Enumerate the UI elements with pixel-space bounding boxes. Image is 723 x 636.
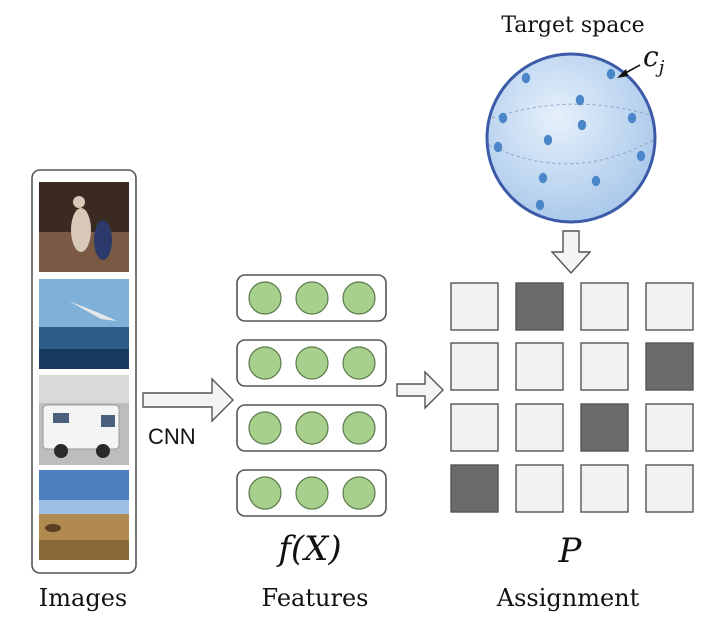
sphere-to-assignment-arrow — [550, 230, 592, 275]
cnn-arrow-shape — [142, 377, 234, 423]
photo-van-window — [53, 413, 69, 423]
cnn-label: CNN — [148, 424, 196, 449]
assignment-cell-active — [450, 464, 499, 513]
feature-row — [236, 274, 387, 322]
feature-circle — [342, 281, 376, 315]
images-label: Images — [39, 584, 127, 612]
assignment-cell — [515, 464, 564, 513]
centroid-dot — [538, 172, 548, 184]
assign-arrow-shape — [396, 370, 444, 410]
down-arrow-shape — [550, 230, 592, 275]
photo-player-head — [73, 196, 85, 208]
photo-deep-sea — [39, 349, 129, 369]
photo-ground — [39, 540, 129, 560]
photo-sky — [39, 279, 129, 327]
centroid-dot — [627, 112, 637, 124]
assignment-cell — [450, 342, 499, 391]
assignment-cell — [580, 282, 629, 331]
centroid-dot — [606, 68, 616, 80]
photo-player — [71, 208, 91, 252]
features-symbol: f(X) — [275, 529, 341, 569]
target-sphere — [485, 52, 657, 224]
assignment-cell — [580, 464, 629, 513]
assignment-cell — [450, 282, 499, 331]
feature-row — [236, 469, 387, 517]
feature-circle — [342, 411, 376, 445]
target-space-label: Target space — [501, 13, 644, 38]
feature-circle — [295, 346, 329, 380]
assignment-label: Assignment — [496, 584, 640, 612]
assignment-cell — [645, 403, 694, 452]
feature-circle — [248, 411, 282, 445]
cnn-arrow: CNN — [142, 377, 234, 449]
feature-circle — [248, 476, 282, 510]
assignment-matrix — [450, 282, 694, 513]
photo-defender — [94, 220, 112, 260]
features-to-assignment-arrow — [396, 370, 444, 410]
feature-circle — [295, 476, 329, 510]
assignment-cell-active — [580, 403, 629, 452]
centroid-dot — [591, 175, 601, 187]
centroid-dot — [521, 72, 531, 84]
assignment-cell-active — [515, 282, 564, 331]
feature-rows — [236, 274, 387, 517]
centroid-subscript: j — [655, 57, 665, 78]
basketball-photo — [39, 182, 129, 272]
photo-van-windshield — [101, 415, 115, 427]
centroid-dot — [535, 199, 545, 211]
centroid-dot — [636, 150, 646, 162]
feature-circle — [342, 476, 376, 510]
camper-van-photo — [39, 375, 129, 465]
centroid-dot — [577, 119, 587, 131]
feature-circle — [248, 346, 282, 380]
photo-van-wheel — [96, 444, 110, 458]
feature-row — [236, 404, 387, 452]
feature-circle — [342, 346, 376, 380]
centroid-dot — [493, 141, 503, 153]
photo-bird — [69, 301, 117, 321]
centroid-pointer-head — [617, 69, 628, 78]
assignment-symbol: P — [558, 531, 583, 571]
photo-building — [39, 375, 129, 403]
assignment-cell — [580, 342, 629, 391]
assignment-cell — [515, 403, 564, 452]
grassland-photo — [39, 470, 129, 560]
assignment-cell — [450, 403, 499, 452]
image-column — [31, 169, 137, 574]
centroid-dot — [543, 134, 553, 146]
centroid-dot — [498, 112, 508, 124]
photo-van-wheel — [54, 444, 68, 458]
feature-row — [236, 339, 387, 387]
centroid-dot — [575, 94, 585, 106]
centroid-label: cj — [643, 40, 665, 78]
features-label: Features — [262, 584, 369, 612]
assignment-cell — [515, 342, 564, 391]
assignment-cell — [645, 282, 694, 331]
assignment-cell — [645, 464, 694, 513]
photo-horizon — [39, 500, 129, 514]
feature-circle — [248, 281, 282, 315]
assignment-cell-active — [645, 342, 694, 391]
sphere-latitude — [491, 103, 651, 119]
bird-over-sea-photo — [39, 279, 129, 369]
photo-animal — [45, 524, 61, 532]
feature-circle — [295, 281, 329, 315]
centroid-dots — [493, 68, 646, 211]
image-panels — [39, 182, 129, 560]
sphere-equator — [488, 139, 654, 165]
feature-circle — [295, 411, 329, 445]
target-space: Target space cj — [485, 13, 665, 224]
